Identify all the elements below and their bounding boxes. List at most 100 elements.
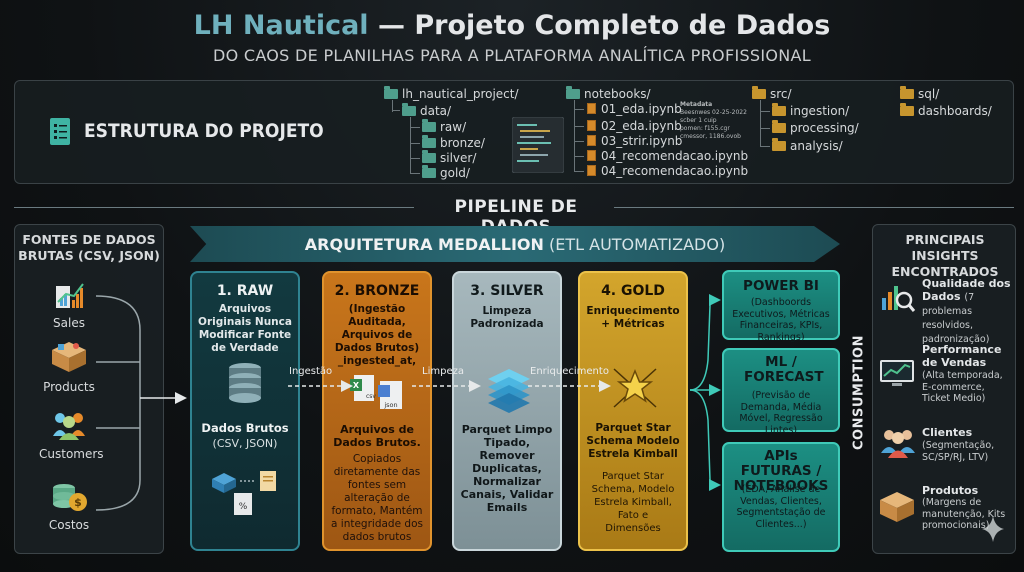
stage-desc: Arquivos Originais Nunca Modificar Fonte… xyxy=(198,303,292,354)
folder-icon xyxy=(900,86,914,99)
folder-icon xyxy=(384,86,398,99)
folder-icon xyxy=(752,86,766,99)
layered-data-icon xyxy=(488,369,530,413)
products-box-icon xyxy=(52,342,86,372)
stage-head: 2. BRONZE xyxy=(334,283,420,299)
data-quality-magnifier-icon xyxy=(882,286,916,312)
tree-dashboards: dashboards/ xyxy=(900,103,992,119)
stage-gold: 4. GOLD Enriquecimento + Métricas Parque… xyxy=(578,271,688,551)
source-sales: Sales xyxy=(53,316,85,330)
sales-chart-icon xyxy=(56,283,84,308)
notebook-icon xyxy=(587,120,596,131)
notebook-icon xyxy=(587,165,596,176)
stage-result: Arquivos de Dados Brutos. xyxy=(333,423,421,449)
svg-text:json: json xyxy=(383,401,397,409)
svg-text:csv: csv xyxy=(366,393,376,400)
title-rest: — Projeto Completo de Dados xyxy=(368,10,831,41)
folder-icon xyxy=(422,135,436,148)
stage-head: 3. SILVER xyxy=(470,283,544,299)
tree-root: lh_nautical_project/ xyxy=(384,86,519,102)
clients-group-icon xyxy=(881,430,915,458)
stage-result: Parquet Limpo Tipado, Remover Duplicatas… xyxy=(460,423,554,514)
medallion-banner-text: ARQUITETURA MEDALLION (ETL AUTOMATIZADO) xyxy=(304,235,726,254)
tree-raw: raw/ xyxy=(422,119,466,135)
database-icon xyxy=(229,363,261,403)
arrow-label-enriquecimento: Enriquecimento xyxy=(530,366,609,377)
insight-text: (Alta temporada, E-commerce, Ticket Medi… xyxy=(922,370,1003,404)
folder-icon xyxy=(422,165,436,178)
tree-src: src/ xyxy=(752,86,792,102)
consumption-head: APIs FUTURAS / NOTEBOOKS xyxy=(733,448,829,494)
metadata-block: Metadata Beesnwes 02-25-2022 scber 1 cui… xyxy=(680,101,747,140)
consumption-text: (Previsão de Demanda, Média Móvel, Regre… xyxy=(739,390,823,436)
notebook-icon xyxy=(587,103,596,114)
sources-title: FONTES DE DADOS BRUTAS (CSV, JSON) xyxy=(18,232,160,263)
folder-icon xyxy=(772,120,786,133)
svg-text:$: $ xyxy=(74,496,82,509)
gold-to-powerbi-arrow xyxy=(689,294,721,391)
page-subtitle: DO CAOS DE PLANILHAS PARA A PLATAFORMA A… xyxy=(212,46,812,65)
insight-text: (Margens de manutenção, Kits promocionai… xyxy=(922,497,1006,531)
document-list-icon xyxy=(50,118,70,145)
tree-notebooks: notebooks/ xyxy=(566,86,651,102)
code-editor-icon xyxy=(512,117,564,173)
divider-right xyxy=(614,207,1014,208)
costs-coins-icon: $ xyxy=(53,484,87,511)
consumption-head: ML / FORECAST xyxy=(744,354,824,385)
sales-performance-monitor-icon xyxy=(880,360,914,386)
tree-bronze: bronze/ xyxy=(422,135,485,151)
stage-head: 1. RAW xyxy=(216,283,274,299)
tree-processing: processing/ xyxy=(772,120,859,136)
tree-ingestion: ingestion/ xyxy=(772,103,849,119)
customers-icon xyxy=(53,413,85,440)
stage-silver: 3. SILVER Limpeza Padronizada Parquet Li… xyxy=(452,271,562,551)
stage-head: 4. GOLD xyxy=(601,283,665,299)
consumption-head: POWER BI xyxy=(743,278,819,294)
consumption-ml-forecast: ML / FORECAST (Previsão de Demanda, Médi… xyxy=(722,348,840,436)
folder-icon xyxy=(900,103,914,116)
folder-icon xyxy=(772,103,786,116)
insight-head: Qualidade dos Dados (7 problemas resolvi… xyxy=(922,277,1011,345)
stage-bronze: 2. BRONZE (Ingestão Auditada, Arquivos d… xyxy=(322,271,432,551)
notebook-icon xyxy=(587,135,596,146)
notebook-file: 04_recomendacao.ipynb xyxy=(587,148,748,164)
tree-silver: silver/ xyxy=(422,150,476,166)
consumption-text: (Dashboords Executivos, Métricas Finance… xyxy=(732,297,830,343)
page-title: LH Nautical — Projeto Completo de Dados xyxy=(0,10,1024,41)
tree-data: data/ xyxy=(402,103,451,119)
tree-sql: sql/ xyxy=(900,86,939,102)
sources-panel xyxy=(14,224,164,554)
stage-desc: Enriquecimento + Métricas xyxy=(586,305,680,330)
notebook-file: 03_strir.ipynb xyxy=(587,133,682,149)
source-costos: Costos xyxy=(48,518,90,532)
file-conversion-icon: % xyxy=(212,471,276,515)
stage-result: Parquet Star Schema Modelo Estrela Kimba… xyxy=(586,422,680,460)
stage-result-sub: Copiados diretamente das fontes sem alte… xyxy=(331,453,423,543)
insights-title: PRINCIPAIS INSIGHTS ENCONTRADOS xyxy=(891,232,999,279)
stage-desc: (Ingestão Auditada, Arquivos de Dados Br… xyxy=(334,303,420,367)
svg-text:X: X xyxy=(353,381,360,390)
tree-gold: gold/ xyxy=(422,165,470,181)
stage-raw: 1. RAW Arquivos Originais Nunca Modifica… xyxy=(190,271,300,551)
title-brand: LH Nautical xyxy=(193,10,369,41)
stage-desc: Limpeza Padronizada xyxy=(470,305,544,330)
consumption-power-bi: POWER BI (Dashboords Executivos, Métrica… xyxy=(722,270,840,343)
insight-head: Produtos xyxy=(922,484,979,497)
stage-result: Dados Brutos xyxy=(201,421,289,435)
source-customers: Customers xyxy=(39,447,104,461)
insight-head: Performance de Vendas xyxy=(922,343,1002,369)
insight-head: Clientes xyxy=(922,426,973,439)
consumption-apis-notebooks: APIs FUTURAS / NOTEBOOKS (EDA, Análise d… xyxy=(722,442,840,552)
notebook-file: 04_recomendacao.ipynb xyxy=(587,163,748,179)
stage-result-sub: (CSV, JSON) xyxy=(212,437,278,450)
folder-icon xyxy=(402,103,416,116)
notebook-file: 02_eda.ipynb xyxy=(587,118,682,134)
divider-left xyxy=(14,207,414,208)
folder-icon xyxy=(422,150,436,163)
sparkle-icon xyxy=(982,516,1004,542)
arrow-label-limpeza: Limpeza xyxy=(422,366,464,377)
folder-icon xyxy=(566,86,580,99)
stage-result-sub: Parquet Star Schema, Modelo Estrela Kimb… xyxy=(591,471,675,534)
structure-title: ESTRUTURA DO PROJETO xyxy=(84,120,324,142)
